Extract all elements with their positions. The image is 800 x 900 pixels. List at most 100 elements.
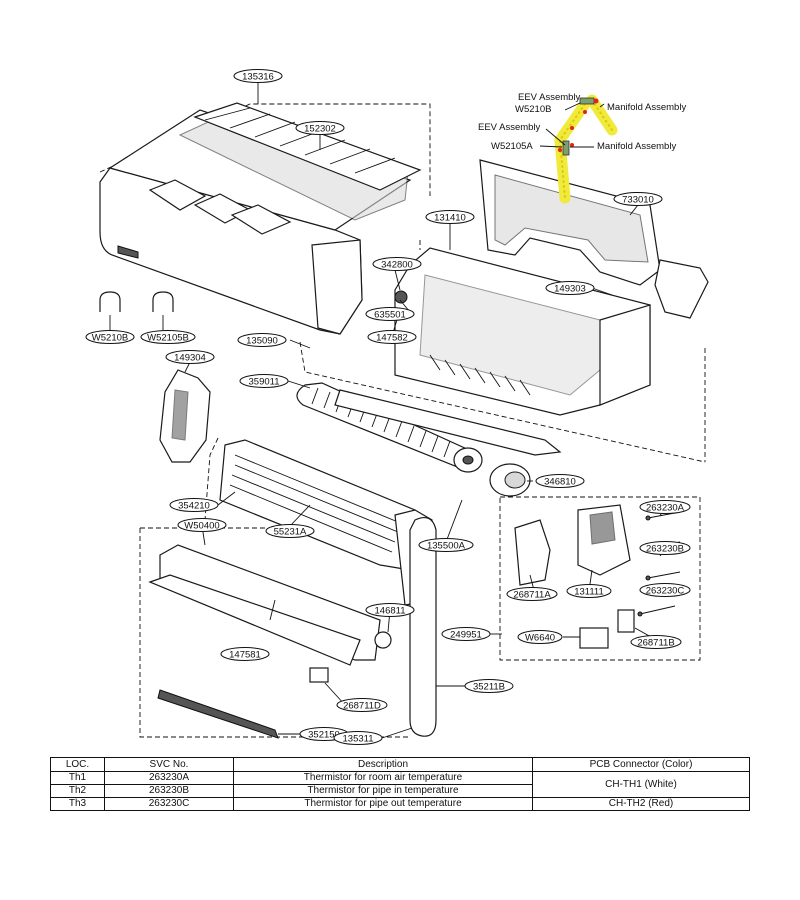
svg-text:W52105B: W52105B (147, 333, 189, 344)
thermistor-table: LOC. SVC No. Description PCB Connector (… (50, 757, 750, 811)
callout-152302: 152302 (295, 121, 345, 135)
callout-146811: 146811 (365, 603, 415, 617)
callout-268711D: 268711D (336, 698, 388, 712)
svg-text:135090: 135090 (246, 336, 278, 347)
svg-text:146811: 146811 (375, 606, 406, 617)
callout-263230C: 263230C (639, 583, 691, 597)
callout-35211B: 35211B (464, 679, 514, 693)
svg-text:W6640: W6640 (525, 633, 555, 644)
svg-text:W50400: W50400 (184, 521, 219, 532)
callout-268711A: 268711A (506, 587, 558, 601)
svg-text:131410: 131410 (434, 213, 466, 224)
exploded-view-diagram: EEV Assembly W5210B Manifold Assembly EE… (85, 69, 709, 745)
cell-connector: CH-TH1 (White) (532, 771, 750, 798)
callout-W52105B: W52105B (140, 330, 196, 344)
col-pcb-connector: PCB Connector (Color) (532, 757, 750, 772)
callout-346810: 346810 (535, 474, 585, 488)
eev-assembly-label-1: EEV Assembly (518, 92, 581, 103)
callout-W6640: W6640 (517, 630, 563, 644)
svg-text:352150: 352150 (308, 730, 340, 741)
table-row: Th3 263230C Thermistor for pipe out temp… (50, 797, 750, 811)
svg-text:346810: 346810 (544, 477, 576, 488)
svg-text:263230A: 263230A (646, 503, 685, 514)
callout-268711B: 268711B (630, 635, 682, 649)
svg-text:W5210B: W5210B (92, 333, 128, 344)
callout-147581: 147581 (220, 647, 270, 661)
svg-text:359011: 359011 (249, 377, 280, 388)
svg-text:149303: 149303 (554, 284, 586, 295)
cell-loc: Th1 (50, 771, 105, 785)
callout-W5210B: W5210B (85, 330, 135, 344)
svg-text:135311: 135311 (343, 734, 374, 745)
svg-text:263230C: 263230C (646, 586, 685, 597)
cell-desc: Thermistor for pipe in temperature (233, 784, 533, 798)
callout-359011: 359011 (239, 374, 289, 388)
col-svc-no: SVC No. (104, 757, 234, 772)
filter-grille (193, 102, 422, 191)
callout-135316: 135316 (233, 69, 283, 83)
left-bracket (159, 369, 211, 463)
callout-249951: 249951 (441, 627, 491, 641)
front-cover-assembly (99, 109, 412, 335)
callout-135090: 135090 (237, 333, 287, 347)
pipe-connectors (99, 291, 174, 312)
manifold-assembly-label-2: Manifold Assembly (597, 141, 676, 152)
svg-text:55231A: 55231A (274, 527, 307, 538)
cell-svc: 263230C (104, 797, 234, 811)
cross-flow-fan (296, 382, 562, 473)
callout-635501: 635501 (365, 307, 415, 321)
svg-text:147582: 147582 (376, 333, 408, 344)
cell-loc: Th2 (50, 784, 105, 798)
w5210b-callout: W5210B (515, 104, 551, 115)
svg-text:263230B: 263230B (646, 544, 684, 555)
svg-text:268711B: 268711B (637, 638, 674, 649)
cell-svc: 263230B (104, 784, 234, 798)
svg-text:149304: 149304 (174, 353, 206, 364)
callout-55231A: 55231A (265, 524, 315, 538)
control-box (514, 504, 681, 649)
callout-W50400: W50400 (177, 518, 227, 532)
w52105a-callout: W52105A (491, 141, 533, 152)
svg-text:354210: 354210 (178, 501, 210, 512)
part-callouts: 135316 152302 733010 131410 342800 14930… (85, 69, 691, 745)
callout-263230A: 263230A (639, 500, 691, 514)
svg-text:35211B: 35211B (473, 682, 505, 693)
svg-text:342800: 342800 (381, 260, 413, 271)
eev-assembly-label-2: EEV Assembly (478, 122, 541, 133)
svg-text:135500A: 135500A (427, 541, 466, 552)
drain-hose (409, 517, 437, 737)
table-header-row: LOC. SVC No. Description PCB Connector (… (50, 757, 750, 772)
callout-149303: 149303 (545, 281, 595, 295)
callout-354210: 354210 (169, 498, 219, 512)
table-row: Th2 263230B Thermistor for pipe in tempe… (50, 784, 750, 798)
power-cord (157, 689, 279, 739)
svg-text:147581: 147581 (229, 650, 261, 661)
rear-chassis (479, 159, 709, 319)
callout-342800: 342800 (372, 257, 422, 271)
svg-text:268711A: 268711A (513, 590, 551, 601)
callout-149304: 149304 (165, 350, 215, 364)
fan-motor (489, 463, 531, 497)
eev-annotations: EEV Assembly W5210B Manifold Assembly EE… (478, 92, 686, 152)
table-row: Th1 263230A Thermistor for room air temp… (50, 771, 750, 798)
svg-text:268711D: 268711D (343, 701, 381, 712)
callout-131111: 131111 (566, 584, 612, 598)
cell-svc: 263230A (104, 771, 234, 785)
callout-131410: 131410 (425, 210, 475, 224)
col-loc: LOC. (50, 757, 105, 772)
drain-pan (148, 544, 392, 683)
highlighted-refrigerant-piping (554, 94, 618, 204)
cell-desc: Thermistor for pipe out temperature (233, 797, 533, 811)
col-description: Description (233, 757, 533, 772)
cell-connector: CH-TH2 (Red) (532, 797, 750, 811)
callout-135311: 135311 (333, 731, 383, 745)
cell-loc: Th3 (50, 797, 105, 811)
svg-text:635501: 635501 (374, 310, 406, 321)
cell-desc: Thermistor for room air temperature (233, 771, 533, 785)
callout-733010: 733010 (613, 192, 663, 206)
svg-text:249951: 249951 (450, 630, 482, 641)
callout-263230B: 263230B (639, 541, 691, 555)
svg-text:131111: 131111 (574, 587, 604, 598)
callout-135500A: 135500A (418, 538, 474, 552)
manifold-assembly-label-1: Manifold Assembly (607, 102, 686, 113)
